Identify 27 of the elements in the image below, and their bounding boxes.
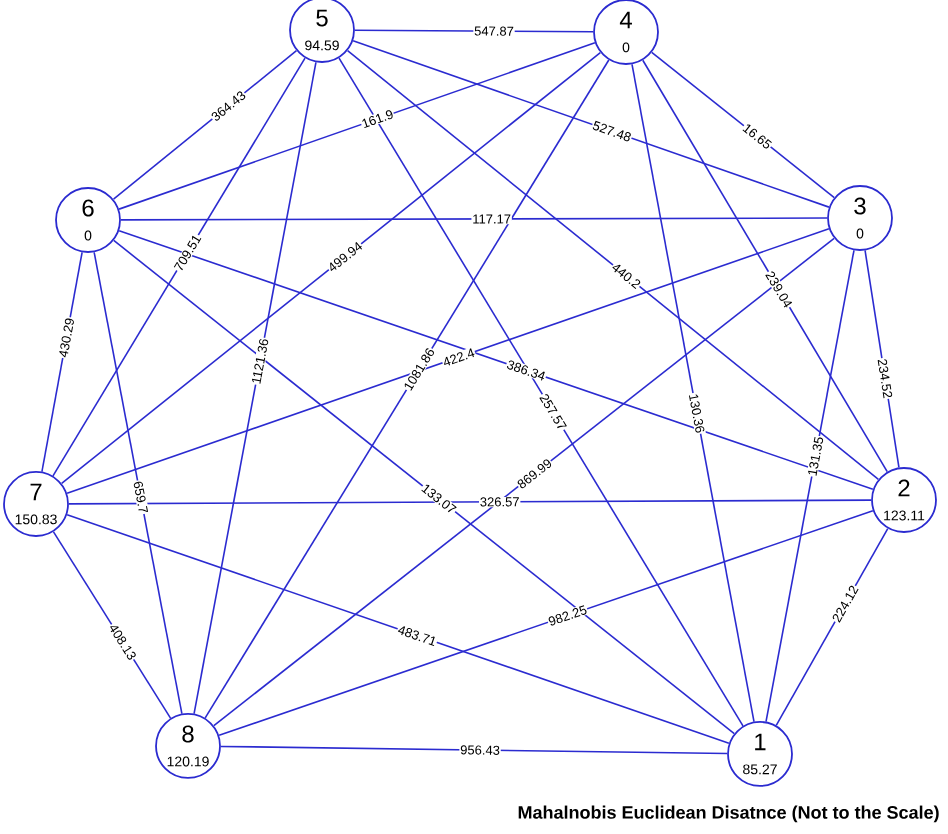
- connector-line: [52, 531, 172, 719]
- caption: Mahalnobis Euclidean Disatnce (Not to the Scale): [518, 805, 939, 823]
- connector-line: [338, 57, 744, 727]
- connector-line: [120, 217, 828, 221]
- connector-line: [218, 509, 874, 737]
- connector-line: [346, 49, 880, 481]
- connector-line: [213, 237, 835, 727]
- connector-line: [352, 40, 830, 208]
- connector-line: [864, 249, 900, 469]
- connector-line: [765, 249, 855, 723]
- connector-line: [204, 59, 610, 719]
- connector-line: [631, 63, 755, 723]
- connector-line: [112, 49, 298, 201]
- connector-line: [193, 61, 317, 715]
- connector-line: [66, 513, 730, 745]
- connector-line: [642, 59, 888, 473]
- connector-line: [118, 42, 596, 210]
- connector-line: [650, 51, 836, 199]
- connector-line: [220, 745, 728, 755]
- connector-line: [354, 29, 594, 33]
- connector-line: [93, 251, 183, 715]
- connector-line: [68, 499, 872, 505]
- connector-line: [60, 51, 602, 485]
- connector-line: [52, 57, 306, 477]
- connector-line: [41, 251, 83, 473]
- connector-line: [775, 527, 889, 727]
- connector-line: [112, 239, 736, 735]
